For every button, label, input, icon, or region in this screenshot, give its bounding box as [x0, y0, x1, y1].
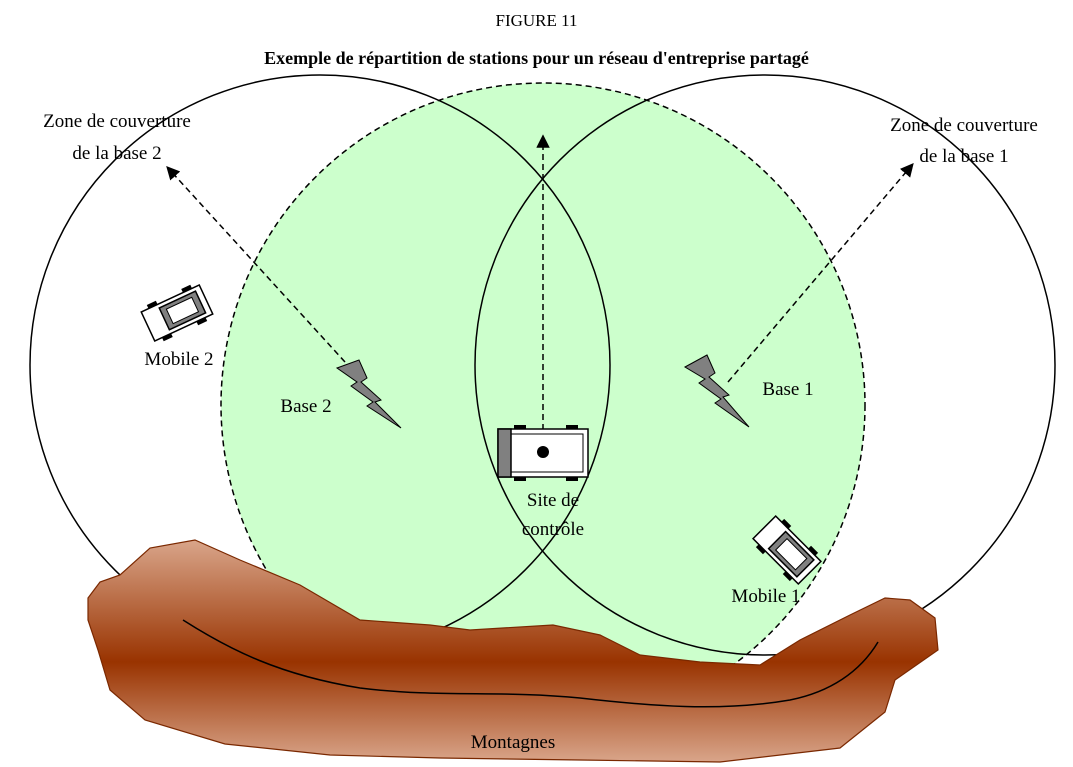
- coverage-base2-label-line1: Zone de couverture: [43, 111, 191, 132]
- lightning-bolt-icon: [683, 354, 750, 428]
- base1-label: Base 1: [762, 379, 813, 400]
- base2-radius-arrow: [166, 166, 346, 363]
- mountain-ridge-line: [182, 619, 879, 708]
- coverage-base1-label-line2: de la base 1: [919, 146, 1008, 167]
- control-site-label-line2: contrôle: [522, 519, 584, 540]
- mobile2-label: Mobile 2: [144, 349, 213, 370]
- base2-label: Base 2: [280, 396, 331, 417]
- mobile1-label: Mobile 1: [731, 586, 800, 607]
- control-site-label-line1: Site de: [527, 490, 579, 511]
- control-site-vehicle-icon: [497, 425, 589, 481]
- vehicle-icon: [751, 514, 823, 586]
- vehicle-icon: [140, 283, 214, 343]
- mountains-label: Montagnes: [471, 732, 555, 753]
- coverage-base2-label-line2: de la base 2: [72, 143, 161, 164]
- base1-coverage-circle: [474, 74, 1056, 656]
- figure-title: Exemple de répartition de stations pour …: [264, 48, 809, 68]
- coverage-base1-label-line1: Zone de couverture: [890, 115, 1038, 136]
- figure-number: FIGURE 11: [495, 11, 578, 30]
- lightning-bolt-icon: [335, 359, 402, 429]
- base1-radius-arrow: [727, 162, 914, 383]
